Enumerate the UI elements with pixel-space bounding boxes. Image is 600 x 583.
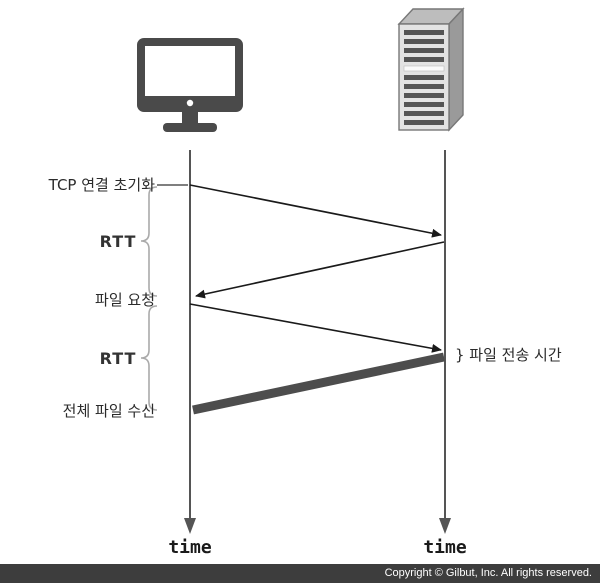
label-tcp-init: TCP 연결 초기화 <box>48 176 156 194</box>
copyright-text: Copyright © Gilbut, Inc. All rights rese… <box>384 567 592 579</box>
client-time-label: time <box>168 537 212 558</box>
rtt2-brace <box>140 305 158 411</box>
arrow-tcp-init <box>189 184 442 238</box>
file-transfer-bar <box>192 352 445 415</box>
label-file-request: 파일 요청 <box>95 291 155 309</box>
arrow-tcp-response <box>195 241 445 299</box>
server-icon <box>397 7 465 132</box>
label-full-file-received: 전체 파일 수신 <box>63 402 155 420</box>
rtt1-brace <box>140 186 158 297</box>
server-lifeline <box>439 150 451 534</box>
copyright-bar: Copyright © Gilbut, Inc. All rights rese… <box>0 564 600 583</box>
server-lifeline-arrowhead <box>439 518 451 534</box>
server-time-label: time <box>423 537 467 558</box>
label-rtt-1: RTT <box>100 232 137 251</box>
arrow-file-request <box>189 303 442 353</box>
client-lifeline-arrowhead <box>184 518 196 534</box>
monitor-icon <box>137 38 243 132</box>
sequence-diagram: TCP 연결 초기화 RTT 파일 요청 RTT 전체 파일 수신 } 파일 전… <box>48 7 562 558</box>
label-file-transfer-time: } 파일 전송 시간 <box>455 346 562 364</box>
label-rtt-2: RTT <box>100 349 137 368</box>
client-lifeline <box>184 150 196 534</box>
